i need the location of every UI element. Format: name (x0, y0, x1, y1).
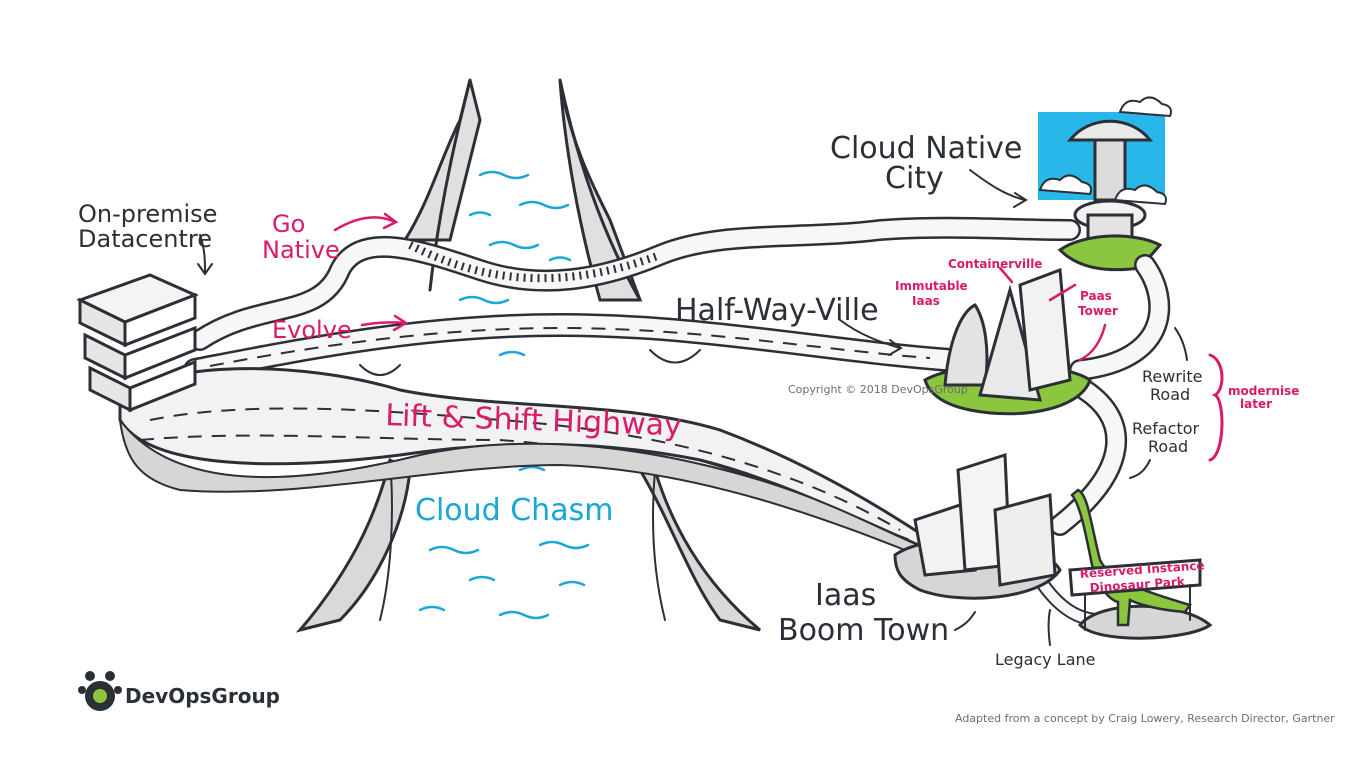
iaas-label-1: Iaas (815, 578, 876, 613)
dino-label-2: Dinosaur Park (1089, 574, 1186, 595)
immutable-label-1: Immutable (895, 279, 968, 293)
credit-text: Adapted from a concept by Craig Lowery, … (955, 712, 1335, 725)
paas-label-2: Tower (1078, 304, 1118, 318)
go-native-label-2: Native (262, 236, 340, 264)
datacentre-servers (76, 273, 199, 413)
half-way-ville-label: Half-Way-Ville (675, 293, 879, 328)
iaas-label-2: Boom Town (778, 613, 949, 648)
refactor-label-2: Road (1148, 437, 1188, 456)
half-way-ville-island (923, 267, 1092, 416)
cloud-native-city (1038, 96, 1172, 272)
modernise-label-2: later (1240, 397, 1272, 411)
rewrite-label-2: Road (1150, 385, 1190, 404)
evolve-label: Evolve (272, 316, 352, 344)
cloud-native-label-2: City (885, 161, 944, 196)
datacentre-label: Datacentre (78, 225, 212, 253)
label-arrows (197, 169, 1224, 646)
lift-shift-highway (118, 367, 932, 562)
on-premise-label: On-premise (78, 200, 217, 228)
legacy-lane-label: Legacy Lane (995, 650, 1096, 669)
dinosaur-park (1068, 488, 1213, 640)
evolve-road (183, 312, 962, 382)
refactor-label-1: Refactor (1132, 419, 1200, 438)
paas-label-1: Paas (1080, 289, 1112, 303)
cloud-chasm-label: Cloud Chasm (415, 493, 613, 528)
labels: On-premise Datacentre Go Native Evolve L… (78, 131, 1335, 725)
copyright-text: Copyright © 2018 DevOpsGroup (788, 383, 968, 396)
immutable-label-2: Iaas (912, 294, 940, 308)
gear-people-icon (78, 671, 122, 711)
cloud-chasm-cliffs (295, 78, 761, 633)
iaas-boom-town (893, 452, 1062, 600)
go-native-road (189, 216, 1081, 351)
devopsgroup-logo: DevOpsGroup (78, 671, 280, 711)
modernise-label-1: modernise (1228, 384, 1299, 398)
containerville-label: Containerville (948, 257, 1042, 271)
cloud-native-label-1: Cloud Native (830, 131, 1022, 166)
go-native-label-1: Go (272, 210, 305, 238)
logo-wordmark: DevOpsGroup (125, 684, 280, 708)
rewrite-label-1: Rewrite (1142, 367, 1202, 386)
